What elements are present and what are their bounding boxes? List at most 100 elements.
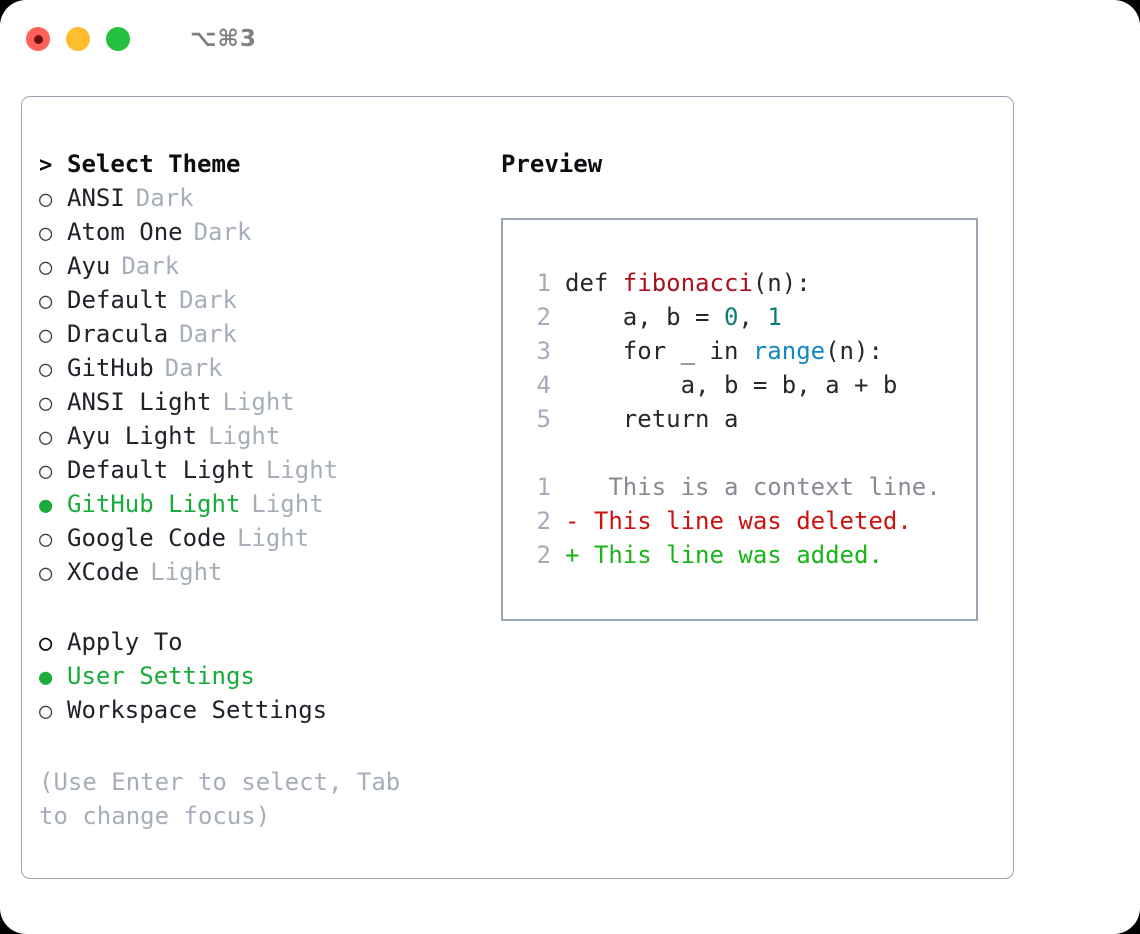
theme-variant-tag: Dark	[164, 354, 223, 382]
code-line-text: a, b = b, a + b	[565, 368, 898, 402]
radio-unselected-icon: ○	[39, 221, 53, 246]
diff-sign: -	[565, 507, 580, 535]
code-line-text: return a	[565, 402, 739, 436]
code-token-plain: a, b = b, a + b	[565, 371, 898, 399]
theme-option-ansi[interactable]: ○ ANSI Dark	[39, 181, 499, 215]
code-line-number: 2	[536, 303, 551, 331]
apply-to-option-list: ●User Settings○Workspace Settings	[39, 659, 499, 727]
select-theme-header: > Select Theme	[39, 147, 499, 181]
diff-sign: +	[565, 541, 580, 569]
shortcut-label: ⌥⌘3	[190, 26, 257, 52]
code-line: 5 return a	[521, 402, 976, 436]
diff-line-number: 1	[536, 473, 551, 501]
code-token-num: 1	[767, 303, 782, 331]
theme-option-label: Default	[67, 286, 169, 314]
theme-variant-tag: Dark	[179, 320, 237, 348]
apply-to-option-label: User Settings	[67, 662, 255, 690]
code-line: 2 a, b = 0, 1	[521, 300, 976, 334]
apply-to-option-workspace-settings[interactable]: ○Workspace Settings	[39, 693, 499, 727]
theme-option-dracula[interactable]: ○ Dracula Dark	[39, 317, 499, 351]
zoom-button[interactable]	[106, 27, 130, 51]
code-token-plain: (n):	[752, 269, 811, 297]
apply-to-option-user-settings[interactable]: ●User Settings	[39, 659, 499, 693]
code-token-num: 0	[723, 303, 739, 331]
theme-variant-tag: Light	[222, 388, 295, 416]
radio-selected-icon: ●	[39, 493, 53, 518]
code-token-plain: ,	[738, 303, 768, 331]
theme-option-ayu-light[interactable]: ○ Ayu Light Light	[39, 419, 499, 453]
diff-sample: 1 This is a context line.2- This line wa…	[521, 470, 976, 572]
code-token-builtin: range	[752, 337, 826, 365]
code-token-plain: for _ in	[565, 337, 753, 365]
theme-option-label: ANSI	[67, 184, 125, 212]
theme-option-label: Dracula	[67, 320, 169, 348]
theme-variant-tag: Dark	[193, 218, 252, 246]
apply-to-marker-spacer: ○	[39, 631, 53, 656]
code-line: 3 for _ in range(n):	[521, 334, 976, 368]
radio-unselected-icon: ○	[39, 699, 53, 724]
diff-line-text: This is a context line.	[579, 473, 941, 501]
theme-variant-tag: Light	[251, 490, 324, 518]
diff-line-number: 2	[536, 541, 551, 569]
theme-option-github[interactable]: ○ GitHub Dark	[39, 351, 499, 385]
theme-option-ayu[interactable]: ○ Ayu Dark	[39, 249, 499, 283]
diff-line-text: This line was added.	[579, 541, 883, 569]
theme-option-label: GitHub	[67, 354, 154, 382]
theme-variant-tag: Dark	[179, 286, 237, 314]
preview-title: Preview	[501, 150, 603, 178]
theme-option-label: Default Light	[67, 456, 255, 484]
theme-option-xcode[interactable]: ○ XCode Light	[39, 555, 499, 589]
radio-unselected-icon: ○	[39, 459, 53, 484]
theme-option-label: XCode	[67, 558, 140, 586]
close-button[interactable]	[26, 27, 50, 51]
code-line-number: 1	[536, 269, 551, 297]
theme-option-label: Ayu	[67, 252, 111, 280]
theme-option-label: ANSI Light	[67, 388, 212, 416]
code-line-text: for _ in range(n):	[565, 334, 883, 368]
radio-unselected-icon: ○	[39, 425, 53, 450]
minimize-button[interactable]	[66, 27, 90, 51]
theme-option-default-light[interactable]: ○ Default Light Light	[39, 453, 499, 487]
code-token-plain: a, b =	[565, 303, 724, 331]
theme-variant-tag: Light	[150, 558, 223, 586]
radio-unselected-icon: ○	[39, 187, 53, 212]
theme-option-label: Google Code	[67, 524, 226, 552]
diff-line: 2- This line was deleted.	[521, 504, 976, 538]
code-token-plain: (n):	[825, 337, 883, 365]
code-line: 1 def fibonacci(n):	[521, 266, 976, 300]
radio-unselected-icon: ○	[39, 255, 53, 280]
theme-variant-tag: Dark	[135, 184, 194, 212]
code-diff-spacer	[521, 436, 976, 470]
code-line-text: a, b = 0, 1	[565, 300, 782, 334]
radio-unselected-icon: ○	[39, 357, 53, 382]
radio-unselected-icon: ○	[39, 561, 53, 586]
apply-to-header: ○ Apply To	[39, 625, 499, 659]
radio-unselected-icon: ○	[39, 527, 53, 552]
code-line-number: 4	[536, 371, 551, 399]
code-line-text: def fibonacci(n):	[565, 266, 811, 300]
code-token-plain: return a	[565, 405, 739, 433]
diff-line-text: This line was deleted.	[579, 507, 912, 535]
keyboard-hint: (Use Enter to select, Tab to change focu…	[39, 768, 415, 830]
theme-variant-tag: Light	[208, 422, 281, 450]
theme-variant-tag: Dark	[121, 252, 180, 280]
diff-line: 2 + This line was added.	[521, 538, 976, 572]
radio-unselected-icon: ○	[39, 323, 53, 348]
theme-option-label: Ayu Light	[67, 422, 198, 450]
diff-line: 1 This is a context line.	[521, 470, 976, 504]
code-line-number: 3	[536, 337, 551, 365]
theme-variant-tag: Light	[265, 456, 339, 484]
code-line-number: 5	[536, 405, 551, 433]
